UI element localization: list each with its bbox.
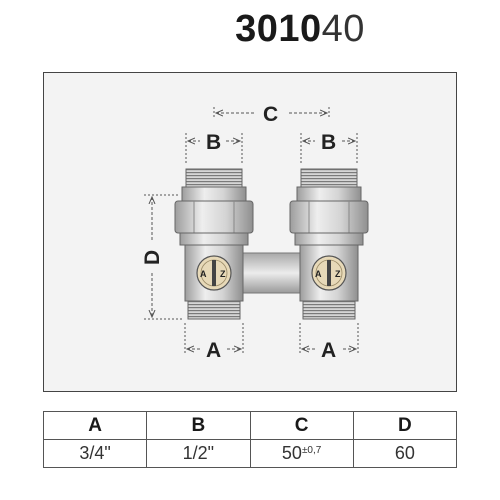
dimension-d: [144, 194, 184, 320]
left-top-collar: [181, 186, 247, 202]
dimension-b-right-label: B: [321, 131, 336, 154]
right-valve: A Z: [289, 168, 369, 320]
table-header-d: D: [352, 411, 458, 440]
dimension-d-label: D: [141, 250, 164, 265]
right-hex-nut: [289, 200, 369, 234]
left-valve: A Z: [174, 168, 254, 320]
dimension-c: [213, 107, 330, 119]
right-top-thread: [300, 168, 358, 190]
dimension-a-left: [184, 323, 244, 355]
product-code-suffix: 40: [321, 8, 365, 50]
right-valve-label-z: Z: [335, 269, 341, 279]
dimension-a-left-label: A: [206, 339, 221, 362]
connecting-bridge: [233, 252, 310, 294]
dimension-b-left: [185, 133, 243, 165]
dimension-b-right: [300, 133, 358, 165]
table-cell-b: 1/2": [146, 439, 251, 468]
table-cell-c: 50±0,7: [249, 439, 354, 468]
table-cell-c-tolerance: ±0,7: [301, 445, 322, 456]
left-hex-nut: [174, 200, 254, 234]
product-code-bold: 3010: [235, 8, 322, 50]
table-header-b: B: [146, 411, 251, 440]
valve-diagram: A Z A Z C: [141, 103, 369, 362]
table-cell-a: 3/4": [42, 439, 148, 468]
dimension-b-left-label: B: [206, 131, 221, 154]
left-top-thread: [185, 168, 243, 190]
table-header-a: A: [42, 411, 148, 440]
right-bottom-thread: [302, 300, 356, 320]
left-bottom-thread: [187, 300, 241, 320]
table-header-c: C: [249, 411, 354, 440]
dimension-a-right-label: A: [321, 339, 336, 362]
diagram-panel: A Z A Z C: [43, 72, 457, 392]
left-valve-label-a: A: [200, 269, 207, 279]
table-header-row: A B C D: [42, 411, 458, 440]
table-cell-c-value: 50: [281, 443, 302, 463]
right-top-collar: [296, 186, 362, 202]
right-valve-label-a: A: [315, 269, 322, 279]
table-cell-d: 60: [352, 439, 458, 468]
left-valve-label-z: Z: [220, 269, 226, 279]
product-code-title: 301040: [0, 8, 500, 51]
dimension-c-label: C: [263, 103, 278, 126]
dimension-table: A B C D 3/4" 1/2" 50±0,7 60: [42, 411, 458, 468]
dimension-a-right: [299, 323, 359, 355]
table-row: 3/4" 1/2" 50±0,7 60: [42, 439, 458, 468]
right-valve-body: [299, 244, 359, 302]
